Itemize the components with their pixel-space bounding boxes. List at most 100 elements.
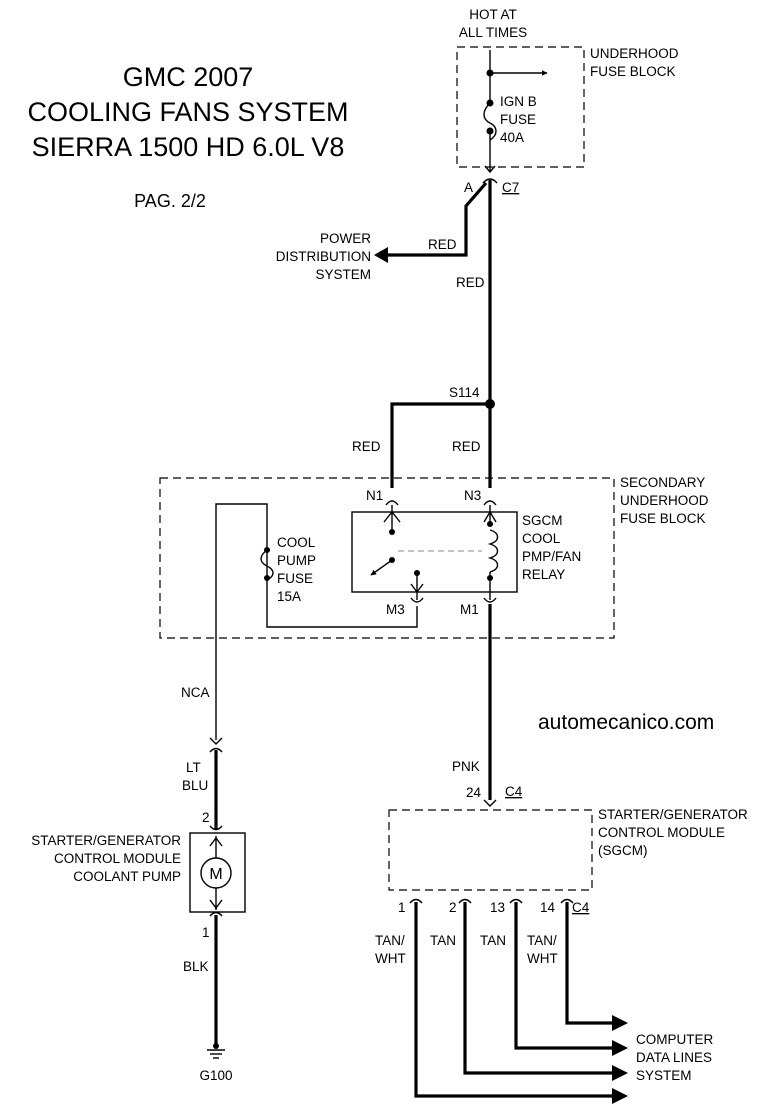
inline-connector-male — [209, 737, 223, 745]
m3-pin-label: M3 — [386, 602, 405, 617]
relay-switch-arm — [370, 559, 393, 576]
cool-pump-fuse-terminal-bottom — [264, 575, 270, 581]
pump-arrow-top — [209, 836, 223, 847]
lt-blu-label-1: LT — [186, 760, 201, 775]
title-line-3: SIERRA 1500 HD 6.0L V8 — [32, 132, 345, 162]
red-n1-label: RED — [352, 439, 381, 454]
secondary-fuse-block-box — [159, 477, 615, 639]
red-n3-label: RED — [452, 439, 481, 454]
blk-label: BLK — [183, 959, 209, 974]
ground-icon — [207, 1049, 225, 1059]
inline-connector-female — [209, 747, 223, 753]
relay-label-1: SGCM — [522, 513, 563, 528]
tan-pin13-label: TAN — [480, 933, 506, 948]
cool-pump-fuse-label-1: COOL — [277, 535, 316, 550]
fuse-to-nca-wire — [215, 503, 268, 640]
cool-pump-fuse-label-4: 15A — [277, 589, 301, 604]
c7-pin-label: A — [464, 180, 473, 195]
relay-label-4: RELAY — [522, 567, 565, 582]
pump-connector-bottom — [209, 911, 223, 917]
sgcm-label-3: (SGCM) — [598, 843, 648, 858]
ign-fuse-label-1: IGN B — [500, 94, 537, 109]
relay-coil — [487, 529, 499, 573]
pump-pin-top: 2 — [202, 810, 210, 825]
sgcm-output-pin-13: 13 — [490, 900, 505, 915]
tan-pin13-wire — [514, 902, 614, 1050]
computer-data-lines-label-2: DATA LINES — [636, 1050, 712, 1065]
sgcm-label-2: CONTROL MODULE — [598, 825, 725, 840]
data-line-arrowhead-14 — [612, 1015, 628, 1031]
sgcm-input-connector: C4 — [505, 784, 523, 799]
page-number: PAG. 2/2 — [134, 191, 206, 211]
power-distribution-label-2: DISTRIBUTION — [276, 249, 371, 264]
pump-label-1: STARTER/GENERATOR — [31, 833, 181, 848]
m1-pin-label: M1 — [460, 602, 479, 617]
red-main-label: RED — [456, 275, 485, 290]
title-line-2: COOLING FANS SYSTEM — [27, 97, 348, 127]
hot-label-line-1: HOT AT — [469, 7, 517, 22]
tan-wht-pin1-wire — [414, 902, 614, 1098]
n3-pin-label: N3 — [464, 488, 481, 503]
m3-connector — [410, 597, 424, 603]
c7-connector-male — [484, 165, 496, 174]
ign-fuse-label-2: FUSE — [500, 112, 536, 127]
pnk-label: PNK — [452, 759, 480, 774]
underhood-fuse-block-box — [456, 46, 585, 168]
power-distribution-label-3: SYSTEM — [315, 267, 371, 282]
relay-output-arrow — [410, 583, 424, 594]
relay-coil-arrow — [483, 510, 497, 523]
data-line-arrowhead-1 — [612, 1088, 628, 1104]
tan-wht-pin14-label-1: TAN/ — [527, 933, 557, 948]
sgcm-output-connector: C4 — [572, 900, 590, 915]
motor-symbol-letter: M — [209, 866, 222, 883]
power-distribution-label-1: POWER — [320, 231, 371, 246]
relay-coil-dot-bottom — [487, 575, 493, 581]
secondary-fuse-block-label-2: UNDERHOOD — [620, 493, 709, 508]
lt-blu-label-2: BLU — [182, 778, 208, 793]
sgcm-out-connector-1 — [409, 898, 423, 904]
tan-wht-pin14-label-2: WHT — [527, 951, 558, 966]
tan-pin2-wire — [463, 902, 614, 1075]
data-line-arrowhead-2 — [612, 1065, 628, 1081]
ground-label: G100 — [199, 1068, 232, 1083]
underhood-fuse-block-label-1: UNDERHOOD — [590, 46, 679, 61]
ign-fuse-label-3: 40A — [500, 130, 524, 145]
n3-connector — [483, 500, 497, 506]
tan-pin2-label: TAN — [430, 933, 456, 948]
ground-dot — [213, 1043, 219, 1049]
hot-label-line-2: ALL TIMES — [459, 25, 527, 40]
sgcm-input-pin: 24 — [466, 785, 482, 800]
title-line-1: GMC 2007 — [123, 62, 254, 92]
pump-label-3: COOLANT PUMP — [73, 869, 181, 884]
relay-switch-arrow — [383, 510, 401, 523]
cool-pump-fuse-label-3: FUSE — [277, 571, 313, 586]
sgcm-out-connector-13 — [509, 898, 523, 904]
sgcm-out-connector-2 — [458, 898, 472, 904]
tan-wht-pin14-wire — [565, 902, 614, 1025]
ign-fuse-symbol — [483, 102, 497, 141]
computer-data-lines-label-1: COMPUTER — [636, 1032, 714, 1047]
splice-s114-label: S114 — [449, 385, 480, 400]
sgcm-label-1: STARTER/GENERATOR — [598, 807, 748, 822]
sgcm-output-pin-14: 14 — [540, 900, 556, 915]
sgcm-box — [388, 809, 593, 891]
red-pds-wire — [388, 181, 488, 257]
pump-pin-bottom: 1 — [202, 925, 210, 940]
underhood-fuse-block-label-2: FUSE BLOCK — [590, 64, 676, 79]
relay-box — [351, 511, 518, 593]
watermark-text: automecanico.com — [538, 711, 714, 734]
secondary-fuse-block-label-1: SECONDARY — [620, 475, 705, 490]
relay-switch-contact-1 — [389, 529, 395, 535]
n1-connector — [385, 500, 399, 506]
red-n1-wire — [390, 402, 490, 488]
tan-wht-pin1-label-1: TAN/ — [375, 933, 405, 948]
sgcm-input-connector-male — [483, 799, 497, 807]
cool-pump-fuse-label-2: PUMP — [277, 553, 316, 568]
tan-wht-pin1-label-2: WHT — [375, 951, 406, 966]
relay-coil-dot-top — [487, 521, 493, 527]
secondary-fuse-block-label-3: FUSE BLOCK — [620, 511, 706, 526]
c7-connector-label: C7 — [502, 180, 519, 195]
nca-label: NCA — [181, 685, 210, 700]
c7-connector-female — [482, 178, 498, 184]
data-line-arrowhead-13 — [612, 1040, 628, 1056]
